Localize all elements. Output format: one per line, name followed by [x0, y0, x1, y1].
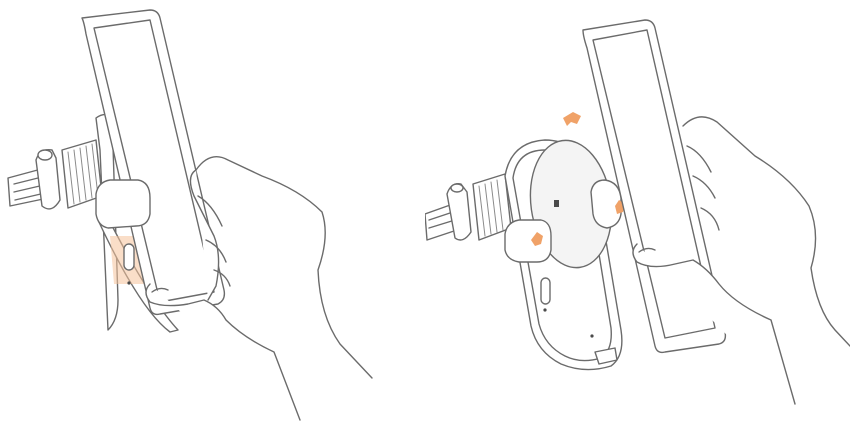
insert-phone-panel	[0, 0, 425, 423]
insert-phone-illustration	[0, 0, 425, 423]
vent-clip-icon	[8, 140, 102, 209]
remove-phone-panel	[425, 0, 850, 423]
holder-clamp-arm	[96, 180, 150, 228]
remove-phone-illustration	[425, 0, 850, 423]
vent-clip-icon	[425, 174, 511, 240]
sensor-icon	[554, 200, 559, 207]
